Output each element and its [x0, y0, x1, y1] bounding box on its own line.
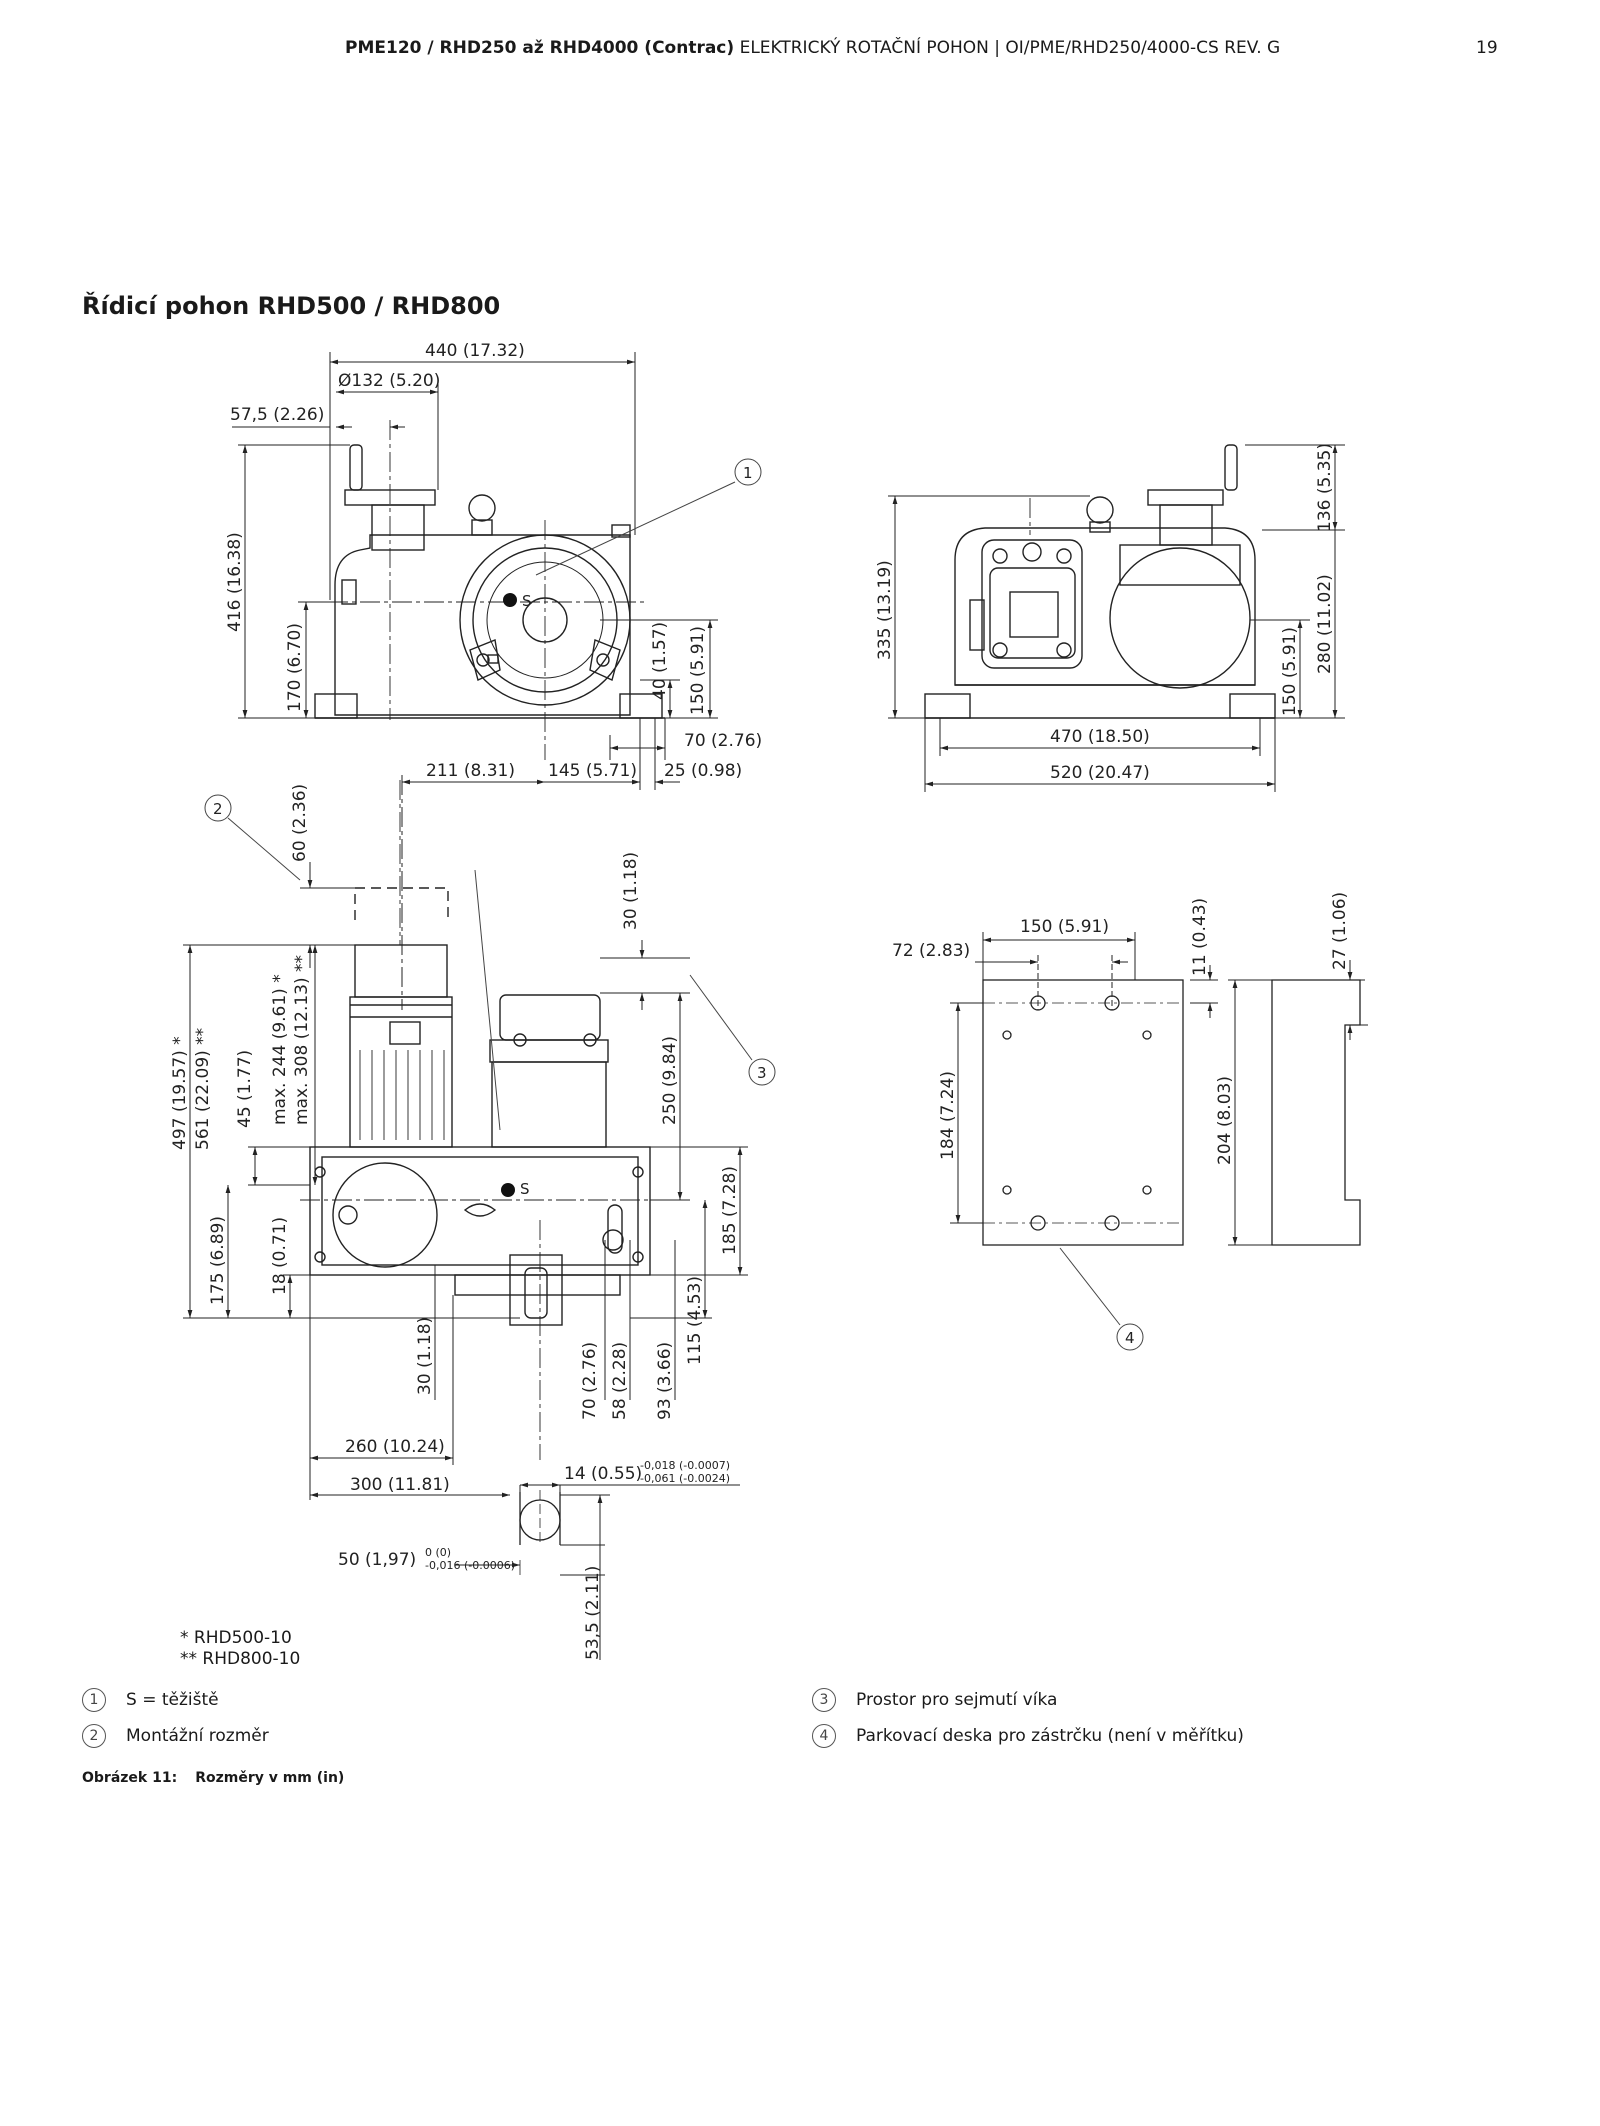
- legend-text: S = těžiště: [126, 1690, 219, 1710]
- dim-top-175: 175 (6.89): [208, 1216, 228, 1305]
- callout-3-label: 3: [757, 1064, 767, 1082]
- top-dimension-lines: [183, 862, 748, 1660]
- dim-top-max244: max. 244 (9.61) *: [270, 974, 290, 1125]
- page-header: PME120 / RHD250 až RHD4000 (Contrac) ELE…: [0, 38, 1600, 62]
- dim-top-260: 260 (10.24): [345, 1437, 445, 1457]
- legend-text: Prostor pro sejmutí víka: [856, 1690, 1058, 1710]
- plate-dimension-lines: [950, 932, 1368, 1246]
- dim-top-300: 300 (11.81): [350, 1475, 450, 1495]
- dim-top-115: 115 (4.53): [685, 1276, 705, 1365]
- dim-top-45: 45 (1.77): [235, 1050, 255, 1128]
- callout-4-label: 4: [1125, 1329, 1135, 1347]
- dim-side-470: 470 (18.50): [1050, 727, 1150, 747]
- side-dimension-lines: [888, 444, 1345, 792]
- legend-text: Montážní rozměr: [126, 1726, 269, 1746]
- header-title: PME120 / RHD250 až RHD4000 (Contrac) ELE…: [345, 38, 1280, 58]
- legend-text: Parkovací deska pro zástrčku (není v měř…: [856, 1726, 1244, 1746]
- legend-number: 3: [812, 1688, 836, 1712]
- dim-top-50-tol-upper: 0 (0): [425, 1546, 451, 1559]
- dim-front-diameter: Ø132 (5.20): [338, 371, 440, 391]
- dim-top-53: 53,5 (2.11): [583, 1566, 603, 1660]
- callout-3: [474, 869, 776, 1131]
- dim-side-280: 280 (11.02): [1315, 574, 1335, 674]
- front-dimension-lines: [232, 352, 718, 1010]
- parking-plate: [982, 979, 1361, 1246]
- centre-label-top: S: [520, 1180, 530, 1198]
- dim-front-70: 70 (2.76): [684, 731, 762, 751]
- dim-top-60: 60 (2.36): [290, 784, 310, 862]
- dim-front-height: 416 (16.38): [225, 532, 245, 632]
- dim-top-18: 18 (0.71): [270, 1217, 290, 1295]
- section-title: Řídicí pohon RHD500 / RHD800: [82, 292, 501, 320]
- centre-of-gravity-front: [503, 593, 517, 607]
- legend-item-1: 1 S = těžiště: [82, 1688, 219, 1712]
- dim-top-70: 70 (2.76): [580, 1342, 600, 1420]
- dim-top-250: 250 (9.84): [660, 1036, 680, 1125]
- figure-caption: Obrázek 11: Rozměry v mm (in): [82, 1770, 344, 1786]
- dim-front-25: 25 (0.98): [664, 761, 742, 781]
- front-view: [314, 420, 665, 760]
- legend-item-3: 3 Prostor pro sejmutí víka: [812, 1688, 1057, 1712]
- dim-plate-184: 184 (7.24): [938, 1071, 958, 1160]
- dim-top-50-tol-lower: -0,016 (-0.0006): [425, 1559, 515, 1572]
- dim-front-handwheel-offset: 57,5 (2.26): [230, 405, 324, 425]
- dim-front-40: 40 (1.57): [650, 622, 670, 700]
- dim-top-30-lower: 30 (1.18): [415, 1317, 435, 1395]
- footnote-star2: ** RHD800-10: [180, 1649, 301, 1669]
- dim-side-handwheel: 136 (5.35): [1315, 443, 1335, 532]
- legend-number: 1: [82, 1688, 106, 1712]
- dim-side-150: 150 (5.91): [1280, 627, 1300, 716]
- dim-top-14-tol-upper: -0,018 (-0.0007): [640, 1459, 730, 1472]
- centre-of-gravity-top: [501, 1183, 515, 1197]
- dim-top-93: 93 (3.66): [655, 1342, 675, 1420]
- dim-plate-72: 72 (2.83): [892, 941, 970, 961]
- dim-front-width: 440 (17.32): [425, 341, 525, 361]
- dim-top-561: 561 (22.09) **: [193, 1028, 213, 1150]
- dim-top-14-tol-lower: -0,061 (-0.0024): [640, 1472, 730, 1485]
- footnotes: * RHD500-10 ** RHD800-10: [180, 1628, 300, 1670]
- dim-top-max308: max. 308 (12.13) **: [292, 955, 312, 1125]
- header-title-rest: ELEKTRICKÝ ROTAČNÍ POHON | OI/PME/RHD250…: [734, 38, 1281, 58]
- dim-side-height: 335 (13.19): [875, 560, 895, 660]
- centre-label-front: S: [522, 592, 532, 610]
- legend-number: 2: [82, 1724, 106, 1748]
- caption-text: Rozměry v mm (in): [195, 1770, 345, 1786]
- dim-plate-11: 11 (0.43): [1190, 898, 1210, 976]
- callout-1: [535, 458, 762, 576]
- callout-2: [204, 794, 301, 881]
- dim-plate-204: 204 (8.03): [1215, 1076, 1235, 1165]
- caption-label: Obrázek 11:: [82, 1770, 178, 1786]
- dim-front-axis-height: 170 (6.70): [285, 623, 305, 712]
- dim-top-30-upper: 30 (1.18): [621, 852, 641, 930]
- dim-top-50: 50 (1,97): [338, 1550, 416, 1570]
- dim-plate-27: 27 (1.06): [1330, 892, 1350, 970]
- callout-4: [1059, 1247, 1144, 1351]
- callout-2-label: 2: [213, 800, 223, 818]
- dim-top-497: 497 (19.57) *: [170, 1036, 190, 1150]
- footnote-star1: * RHD500-10: [180, 1628, 292, 1648]
- dim-front-150: 150 (5.91): [688, 626, 708, 715]
- dim-front-211: 211 (8.31): [426, 761, 515, 781]
- side-view: [924, 444, 1276, 719]
- callout-1-label: 1: [743, 464, 753, 482]
- legend-item-4: 4 Parkovací deska pro zástrčku (není v m…: [812, 1724, 1244, 1748]
- dim-plate-150: 150 (5.91): [1020, 917, 1109, 937]
- header-title-bold: PME120 / RHD250 až RHD4000 (Contrac): [345, 38, 735, 58]
- dim-top-14: 14 (0.55): [564, 1464, 642, 1484]
- dim-top-58: 58 (2.28): [610, 1342, 630, 1420]
- legend-number: 4: [812, 1724, 836, 1748]
- dim-side-520: 520 (20.47): [1050, 763, 1150, 783]
- top-view: [300, 780, 680, 1460]
- dim-front-145: 145 (5.71): [548, 761, 637, 781]
- legend-item-2: 2 Montážní rozměr: [82, 1724, 269, 1748]
- shaft-end: [519, 1490, 561, 1545]
- page-number: 19: [1476, 38, 1498, 58]
- dim-top-185: 185 (7.28): [720, 1166, 740, 1255]
